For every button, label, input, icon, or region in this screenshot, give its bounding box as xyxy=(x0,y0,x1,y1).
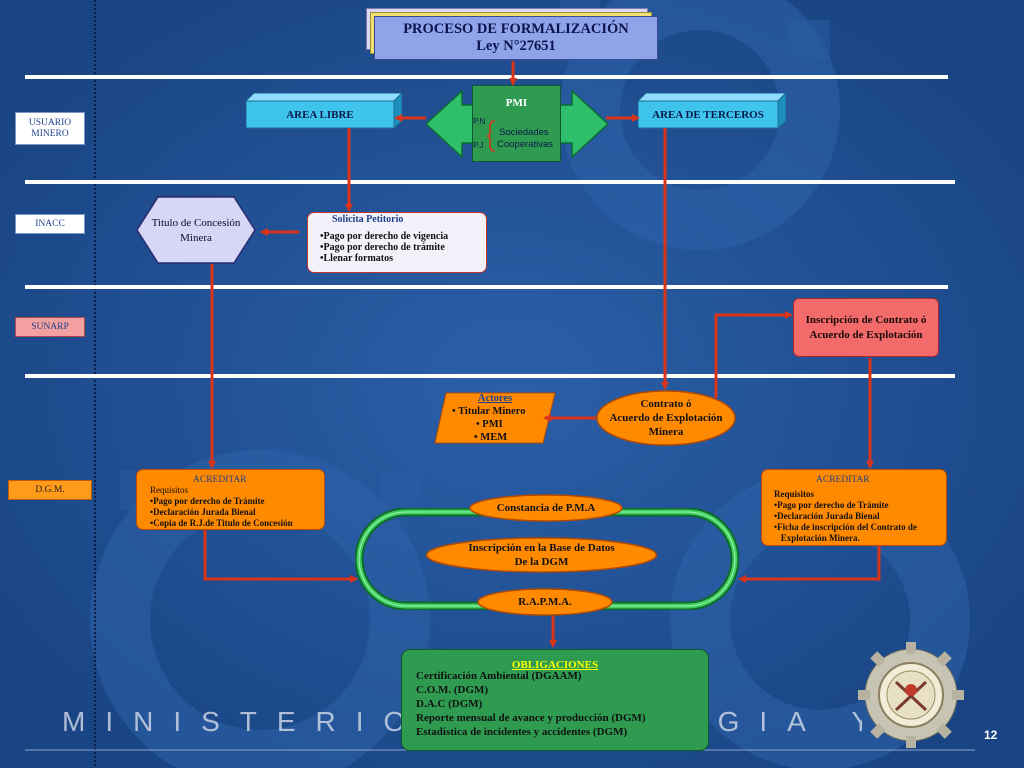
contrato-line-2: Acuerdo de Explotación xyxy=(609,412,723,424)
contrato-label: Contrato ó Acuerdo de Explotación Minera xyxy=(600,396,732,440)
constancia-ellipse-shape xyxy=(469,494,623,522)
actores-title: Actores xyxy=(477,393,513,404)
acreditar-right-sub: Requisitos xyxy=(774,489,815,499)
lane-label-sunarp: SUNARP xyxy=(15,317,85,337)
actores-item-2: • PMI xyxy=(476,419,503,430)
inscripcion-contrato-line-1: Inscripción de Contrato ó xyxy=(805,313,927,326)
pmi-box xyxy=(472,85,561,162)
inscripcion-contrato-line-2: Acuerdo de Explotación xyxy=(809,328,923,341)
pmi-title: PMI xyxy=(505,97,528,109)
area-libre-label: AREA LIBRE xyxy=(286,108,354,121)
lane-dividers xyxy=(25,75,955,378)
obligaciones-item-1: Certificación Ambiental (DGAAM) xyxy=(416,670,582,682)
acreditar-left-item-1: •Pago por derecho de Trámite xyxy=(150,496,265,506)
titulo-concesion-label: Titulo de Concesión Minera xyxy=(140,212,252,250)
solicita-petitorio-box: Solicita Petitorio •Pago por derecho de … xyxy=(307,212,487,273)
rapma-label: R.A.P.M.A. xyxy=(518,596,572,608)
acreditar-left-item-3: •Copia de R.J.de Titulo de Concesión xyxy=(150,518,293,528)
solicita-item-2: •Pago por derecho de trámite xyxy=(320,242,445,253)
inscripcion-bd-ellipse-shape xyxy=(425,537,658,573)
page-number: 12 xyxy=(984,728,998,742)
titulo-hexagon-shape xyxy=(136,196,256,264)
actores-parallelogram-shape xyxy=(434,392,556,444)
area-terceros-label: AREA DE TERCEROS xyxy=(652,108,764,121)
process-title: PROCESO DE FORMALIZACIÓN Ley N°27651 xyxy=(374,16,658,60)
inscripcion-bd-line-1: Inscripción en la Base de Datos xyxy=(468,542,615,554)
inscripcion-bd-label: Inscripción en la Base de Datos De la DG… xyxy=(425,537,658,573)
acreditar-right-item-1: •Pago por derecho de Trámite xyxy=(774,500,889,510)
pmi-sociedades: Sociedades xyxy=(499,127,549,138)
acreditar-left-box: ACREDITAR Requisitos •Pago por derecho d… xyxy=(136,469,325,530)
contrato-line-3: Minera xyxy=(648,426,684,438)
acreditar-right-title: ACREDITAR xyxy=(816,475,870,485)
obligaciones-title: OBLIGACIONES xyxy=(511,659,599,671)
pmi-cooperativas: Cooperativas xyxy=(497,139,553,150)
contrato-ellipse-shape xyxy=(596,390,736,446)
obligaciones-box: OBLIGACIONES Certificación Ambiental (DG… xyxy=(401,649,709,751)
solicita-item-3: •Llenar formatos xyxy=(320,253,394,264)
ministry-seal-icon xyxy=(858,642,964,748)
actores-item-3: • MEM xyxy=(474,432,508,443)
contrato-line-1: Contrato ó xyxy=(640,398,692,410)
obligaciones-item-5: Estadística de incidentes y accidentes (… xyxy=(416,726,628,738)
obligaciones-item-4: Reporte mensual de avance y producción (… xyxy=(416,712,646,724)
lane-label-usuario-minero: USUARIO MINERO xyxy=(15,112,85,145)
obligaciones-item-2: C.O.M. (DGM) xyxy=(416,684,489,696)
area-libre-box-shape xyxy=(246,93,402,129)
lane-label-dgm: D.G.M. xyxy=(8,480,92,500)
acreditar-left-sub: Requisitos xyxy=(150,485,189,495)
title-line-1: PROCESO DE FORMALIZACIÓN xyxy=(403,21,629,37)
title-line-2: Ley N°27651 xyxy=(476,38,556,54)
acreditar-right-box: ACREDITAR Requisitos •Pago por derecho d… xyxy=(761,469,947,546)
acreditar-left-title: ACREDITAR xyxy=(193,475,247,485)
obligaciones-item-3: D.A.C (DGM) xyxy=(416,698,483,710)
lane-label-inacc: INACC xyxy=(15,214,85,234)
titulo-line-2: Minera xyxy=(180,232,212,244)
acreditar-right-item-3: •Ficha de inscripción del Contrato de xyxy=(774,522,917,532)
area-terceros-box-shape xyxy=(638,93,786,129)
acreditar-left-item-2: •Declaración Jurada Bienal xyxy=(150,507,256,517)
acreditar-right-item-4: Explotación Minera. xyxy=(774,533,860,543)
rapma-ellipse-shape xyxy=(477,588,613,616)
inscripcion-contrato-box: Inscripción de Contrato ó Acuerdo de Exp… xyxy=(793,298,939,357)
solicita-title: Solicita Petitorio xyxy=(332,214,404,225)
acreditar-right-item-2: •Declaración Jurada Bienal xyxy=(774,511,880,521)
pmi-pj: P.J xyxy=(473,141,484,150)
constancia-label: Constancia de P.M.A xyxy=(496,502,596,514)
pmi-pn: P.N xyxy=(473,117,486,126)
titulo-line-1: Titulo de Concesión xyxy=(151,217,241,229)
solicita-item-1: •Pago por derecho de vigencia xyxy=(320,231,449,242)
pmi-brace-icon xyxy=(487,120,496,152)
actores-item-1: • Titular Minero xyxy=(452,406,526,417)
inscripcion-bd-line-2: De la DGM xyxy=(514,556,569,568)
